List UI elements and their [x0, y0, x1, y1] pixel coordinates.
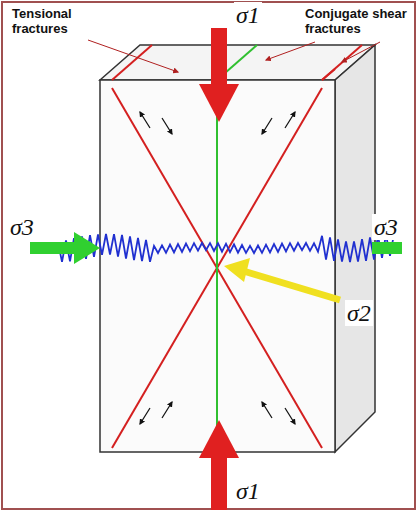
stress-symbol: σ1 [234, 478, 262, 504]
block-top [100, 45, 375, 80]
fracture-note: Conjugate shear fractures [305, 6, 410, 36]
stress-symbol: σ1 [234, 2, 262, 28]
stress-symbol: σ3 [372, 214, 400, 240]
block-front [100, 80, 335, 452]
sigma2-arrow [224, 258, 340, 300]
stress-symbol: σ3 [8, 214, 36, 240]
seismic-trace [58, 234, 394, 262]
stress-symbol: σ2 [345, 300, 373, 326]
shear-sense-arrows [140, 112, 295, 424]
fracture-note: Tensional fractures [12, 6, 102, 36]
leader-lines [88, 40, 380, 72]
sigma3-arrows [30, 232, 402, 264]
